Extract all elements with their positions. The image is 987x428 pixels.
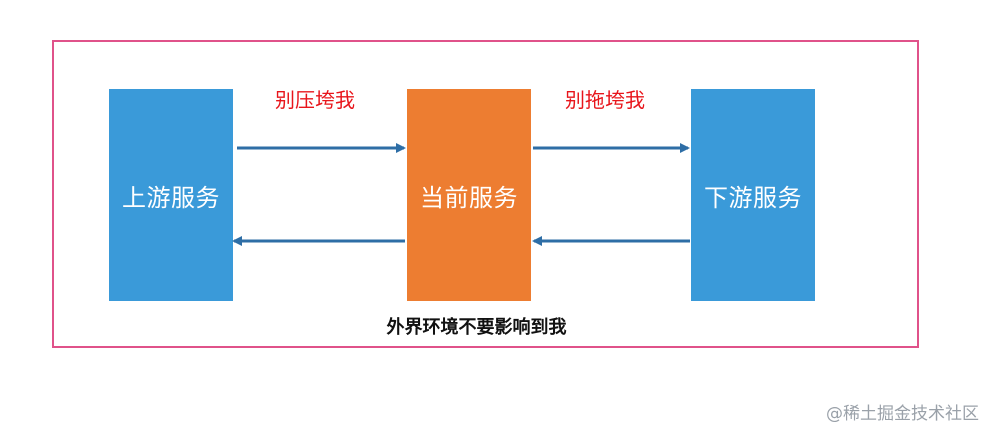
downstream-service-box: 下游服务	[691, 89, 815, 301]
watermark: @稀土掘金技术社区	[826, 404, 979, 424]
environment-frame	[52, 40, 919, 348]
environment-caption-text: 外界环境不要影响到我	[386, 317, 567, 338]
downstream-service-label: 下游服务	[704, 183, 802, 212]
dont-drag-down-label: 别拖垮我	[565, 88, 645, 112]
current-service-box: 当前服务	[407, 89, 531, 301]
upstream-service-label: 上游服务	[122, 183, 220, 212]
dont-overwhelm-label: 别压垮我	[275, 88, 355, 112]
current-service-label: 当前服务	[420, 183, 518, 212]
upstream-service-box: 上游服务	[109, 89, 233, 301]
environment-caption: 外界环境不要影响到我	[0, 313, 987, 339]
